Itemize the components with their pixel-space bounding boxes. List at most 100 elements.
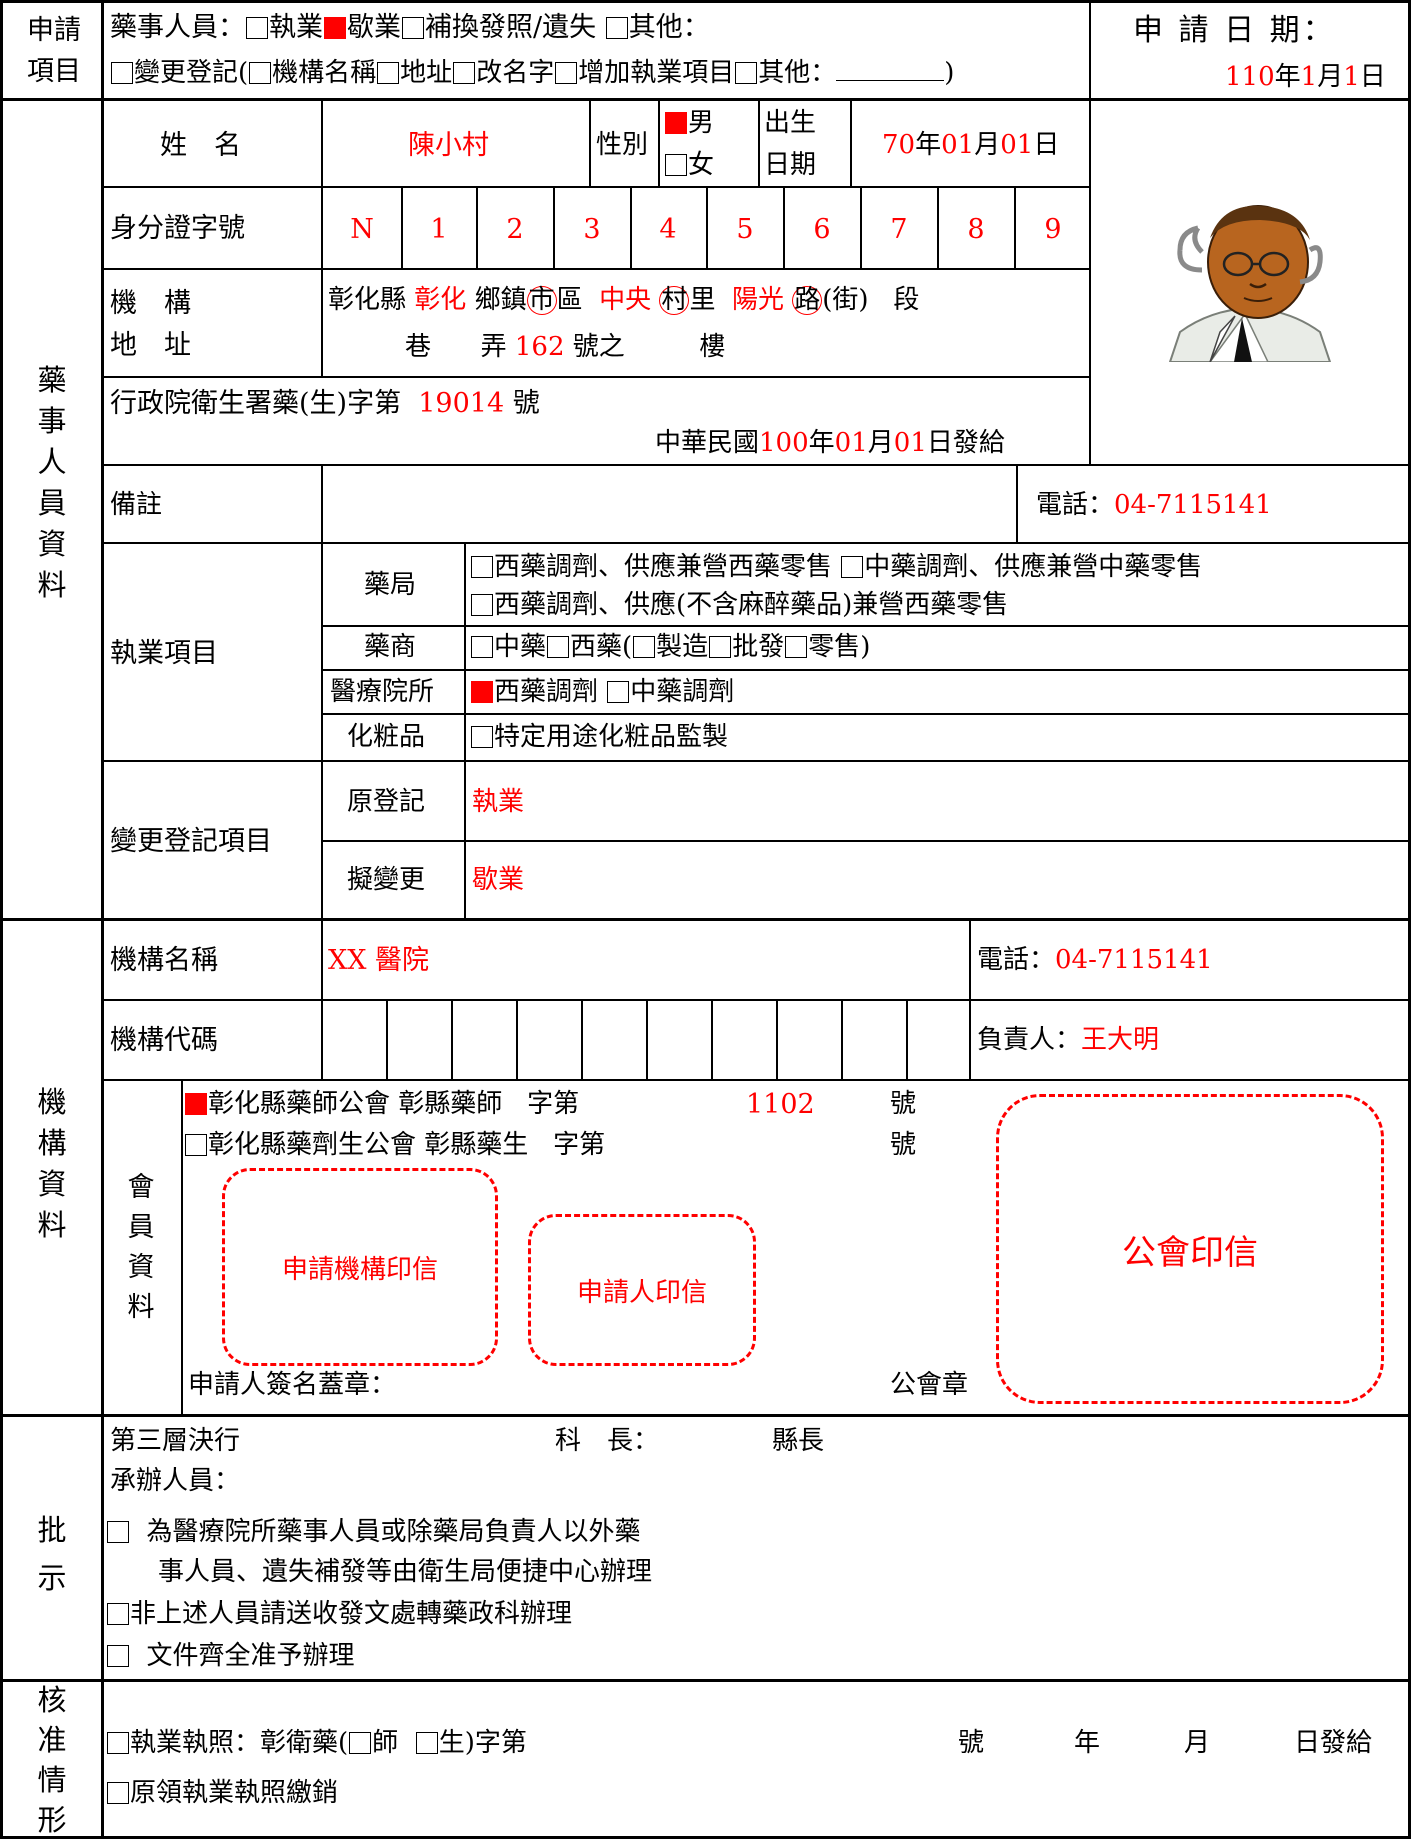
- license-month: 月: [1184, 1728, 1211, 1758]
- circled-city-mark: 市: [526, 285, 557, 316]
- checkbox-approval-convenience-center[interactable]: [107, 1521, 129, 1543]
- header-row-2: 變更登記(機構名稱地址改名字增加執業項目其他：): [110, 60, 954, 86]
- address-label-2: 地 址: [110, 330, 191, 361]
- gender-female-option: 女: [664, 152, 714, 178]
- id-digit[interactable]: 7: [890, 214, 908, 245]
- institution-code-label: 機構代碼: [110, 1025, 218, 1056]
- checkbox-dealer-wholesale[interactable]: [709, 636, 732, 658]
- address-line-1[interactable]: 彰化縣 彰化 鄉鎮市區 中央 村里 陽光 路(街) 段: [328, 285, 920, 316]
- id-digit[interactable]: 9: [1044, 214, 1062, 245]
- birth-date[interactable]: 70年01月01日: [882, 130, 1060, 160]
- checkbox-cosmetic[interactable]: [471, 726, 493, 748]
- checkbox-other[interactable]: [605, 17, 628, 39]
- checkbox-pharmacy-no-narcotic[interactable]: [471, 594, 493, 616]
- checkbox-dealer-western[interactable]: [547, 636, 570, 658]
- hospital-label: 醫療院所: [330, 677, 435, 707]
- gender-male-option: 男: [664, 110, 714, 136]
- checkbox-female[interactable]: [665, 154, 687, 176]
- magistrate-label[interactable]: 縣長: [772, 1426, 825, 1456]
- checkbox-closure[interactable]: [324, 17, 346, 39]
- dealer-options: 中藥西藥(製造批發零售): [470, 634, 870, 660]
- license-day-issue: 日發給: [1294, 1728, 1373, 1758]
- pharmacy-options-row1: 西藥調劑、供應兼營西藥零售 中藥調劑、供應兼營中藥零售: [470, 554, 1202, 580]
- checkbox-change-address[interactable]: [377, 62, 400, 84]
- checkbox-assoc-pharmacist[interactable]: [185, 1093, 207, 1115]
- institution-name-value[interactable]: XX 醫院: [328, 945, 430, 976]
- checkbox-assoc-assistant[interactable]: [185, 1134, 207, 1156]
- checkbox-practice[interactable]: [246, 17, 268, 39]
- section-institution-data: 機構資料: [37, 1085, 67, 1242]
- section-application-items: 申請項目: [27, 15, 81, 87]
- checkbox-license-pharmacist[interactable]: [349, 1732, 372, 1754]
- birth-label-1: 出生: [764, 108, 817, 138]
- assoc-pharmacist-number[interactable]: 1102: [746, 1089, 815, 1120]
- id-digit[interactable]: 6: [813, 214, 831, 245]
- license-revoke-row: 原領執業執照繳銷: [106, 1780, 338, 1806]
- checkbox-dealer-retail[interactable]: [785, 636, 808, 658]
- address-label-1: 機 構: [110, 288, 191, 319]
- gender-label: 性別: [596, 130, 649, 160]
- id-digit[interactable]: N: [350, 214, 374, 245]
- original-label: 原登記: [347, 787, 426, 817]
- id-digit[interactable]: 3: [583, 214, 601, 245]
- checkbox-change-registration[interactable]: [111, 62, 133, 84]
- checkbox-change-add-item[interactable]: [555, 62, 578, 84]
- id-digit[interactable]: 4: [659, 214, 677, 245]
- checkbox-hospital-western[interactable]: [471, 681, 493, 703]
- chief-label[interactable]: 科 長：: [555, 1426, 660, 1456]
- header-row-1: 藥事人員：執業歇業補換發照/遺失 其他：: [110, 12, 710, 43]
- checkbox-hospital-chinese[interactable]: [607, 681, 630, 703]
- institution-seal-area[interactable]: 申請機構印信: [222, 1168, 498, 1366]
- checkbox-license-revoke[interactable]: [107, 1782, 129, 1804]
- circled-village-mark: 村: [659, 285, 690, 316]
- proposed-value[interactable]: 歇業: [472, 865, 525, 895]
- applicant-signature-label: 申請人簽名蓋章：: [188, 1370, 397, 1400]
- change-label: 變更登記項目: [110, 826, 272, 857]
- checkbox-license-assistant[interactable]: [415, 1732, 438, 1754]
- id-digit[interactable]: 2: [506, 214, 524, 245]
- checkbox-approval-forward[interactable]: [107, 1603, 129, 1625]
- checkbox-male[interactable]: [665, 112, 687, 134]
- birth-label-2: 日期: [764, 150, 817, 180]
- applicant-seal-area[interactable]: 申請人印信: [528, 1214, 756, 1366]
- checkbox-practice-license[interactable]: [107, 1732, 129, 1754]
- pharmacist-clipart-icon: [1150, 192, 1350, 363]
- handler-label[interactable]: 承辦人員：: [110, 1466, 241, 1496]
- checkbox-change-other[interactable]: [735, 62, 758, 84]
- personnel-phone[interactable]: 電話：04-7115141: [1036, 490, 1272, 520]
- member-data-label: 會員資料: [127, 1172, 155, 1323]
- name-label: 姓 名: [160, 130, 241, 161]
- union-seal-area[interactable]: 公會印信: [996, 1094, 1384, 1404]
- address-line-2[interactable]: 巷 弄 162 號之 樓: [405, 332, 726, 362]
- association-pharmacist-row: 彰化縣藥師公會 彰縣藥師 字第: [184, 1091, 579, 1117]
- section-personnel-data: 藥事人員資料: [37, 363, 67, 602]
- checkbox-approval-complete[interactable]: [107, 1645, 129, 1667]
- approval-option-1-line2: 事人員、遺失補發等由衛生局便捷中心辦理: [158, 1557, 653, 1587]
- cosmetic-label: 化粧品: [347, 722, 426, 752]
- original-value[interactable]: 執業: [472, 787, 525, 817]
- cosmetic-options: 特定用途化粧品監製: [470, 724, 728, 750]
- checkbox-reissue[interactable]: [402, 17, 424, 39]
- other-blank-line[interactable]: [836, 60, 945, 81]
- institution-head[interactable]: 負責人：王大明: [977, 1025, 1160, 1055]
- institution-phone[interactable]: 電話：04-7115141: [977, 945, 1213, 975]
- name-value[interactable]: 陳小村: [408, 130, 489, 161]
- application-date: 110年1月1日: [1225, 62, 1386, 92]
- remarks-field[interactable]: [330, 470, 1010, 538]
- application-date-label: 申 請 日 期：: [1133, 13, 1336, 48]
- license-line[interactable]: 行政院衛生署藥(生)字第 19014 號: [110, 388, 540, 419]
- id-digit[interactable]: 8: [967, 214, 985, 245]
- checkbox-change-rename[interactable]: [453, 62, 476, 84]
- checkbox-change-name[interactable]: [249, 62, 272, 84]
- id-digit[interactable]: 5: [736, 214, 754, 245]
- license-issue-row: 執業執照：彰衛藥(師 生)字第: [106, 1730, 527, 1756]
- checkbox-pharmacy-western[interactable]: [471, 556, 493, 578]
- checkbox-pharmacy-chinese[interactable]: [841, 556, 864, 578]
- checkbox-dealer-chinese[interactable]: [471, 636, 493, 658]
- license-year: 年: [1074, 1728, 1101, 1758]
- checkbox-dealer-manufacture[interactable]: [633, 636, 656, 658]
- id-digit[interactable]: 1: [430, 214, 448, 245]
- license-issue-date[interactable]: 中華民國100年01月01日發給: [655, 428, 1005, 458]
- remarks-label: 備註: [110, 490, 163, 520]
- id-label: 身分證字號: [110, 213, 245, 244]
